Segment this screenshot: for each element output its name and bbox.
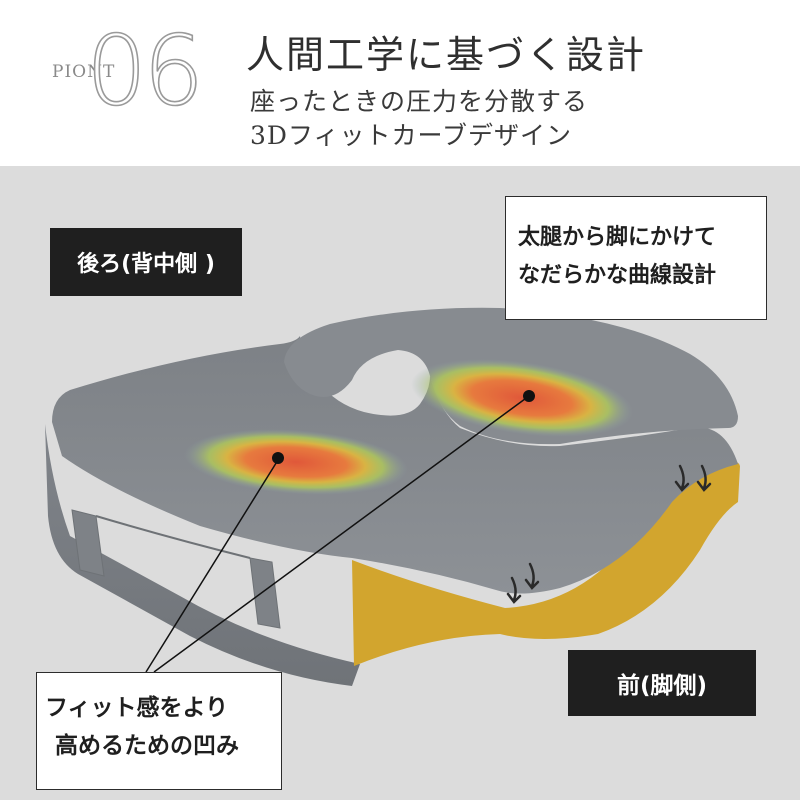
cushion-side-grey: [45, 424, 360, 686]
fit-callout-line-1: フィット感をより: [45, 695, 229, 721]
front-side-label: 前(脚側): [568, 650, 756, 716]
subline-2: 3Dフィットカーブデザイン: [250, 121, 572, 150]
thigh-callout-line-2: なだらかな曲線設計: [518, 263, 717, 288]
pressure-heatmap-left: [184, 429, 408, 495]
subline-1: 座ったときの圧力を分散する: [250, 87, 589, 116]
fit-callout-line-2: 高めるための凹み: [55, 733, 239, 759]
thigh-curve-callout: 太腿から脚にかけて なだらかな曲線設計: [505, 196, 767, 320]
fit-recess-callout: フィット感をより 高めるための凹み: [36, 672, 282, 790]
cushion-strap: [71, 509, 105, 577]
point-number: 06: [85, 15, 205, 127]
headline: 人間工学に基づく設計: [246, 33, 647, 77]
header: PIONT 06 人間工学に基づく設計 座ったときの圧力を分散する 3Dフィット…: [0, 0, 800, 166]
thigh-callout-line-1: 太腿から脚にかけて: [518, 225, 717, 250]
product-stage: 後ろ(背中側 ) 前(脚側) 太腿から脚にかけて なだらかな曲線設計 フィット感…: [0, 166, 800, 800]
cushion-side-yellow: [352, 461, 740, 666]
cushion-illustration: [45, 307, 740, 686]
pressure-heatmap-right: [410, 359, 634, 437]
down-arrow-icon: [506, 464, 712, 604]
pointer-dot-left: [272, 452, 284, 464]
pointer-dot-right: [523, 390, 535, 402]
back-side-label: 後ろ(背中側 ): [50, 228, 242, 296]
point-label: PIONT: [52, 62, 116, 82]
